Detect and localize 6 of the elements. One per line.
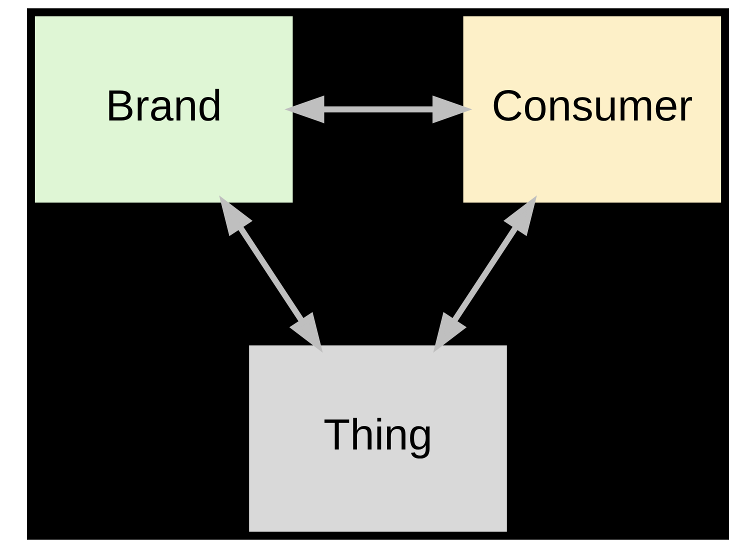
- node-box: Thing: [249, 345, 507, 532]
- arrow: [219, 195, 323, 353]
- node-box: Brand: [34, 16, 293, 203]
- arrow: [433, 195, 537, 353]
- node-box: Consumer: [463, 16, 722, 203]
- arrow: [284, 96, 472, 124]
